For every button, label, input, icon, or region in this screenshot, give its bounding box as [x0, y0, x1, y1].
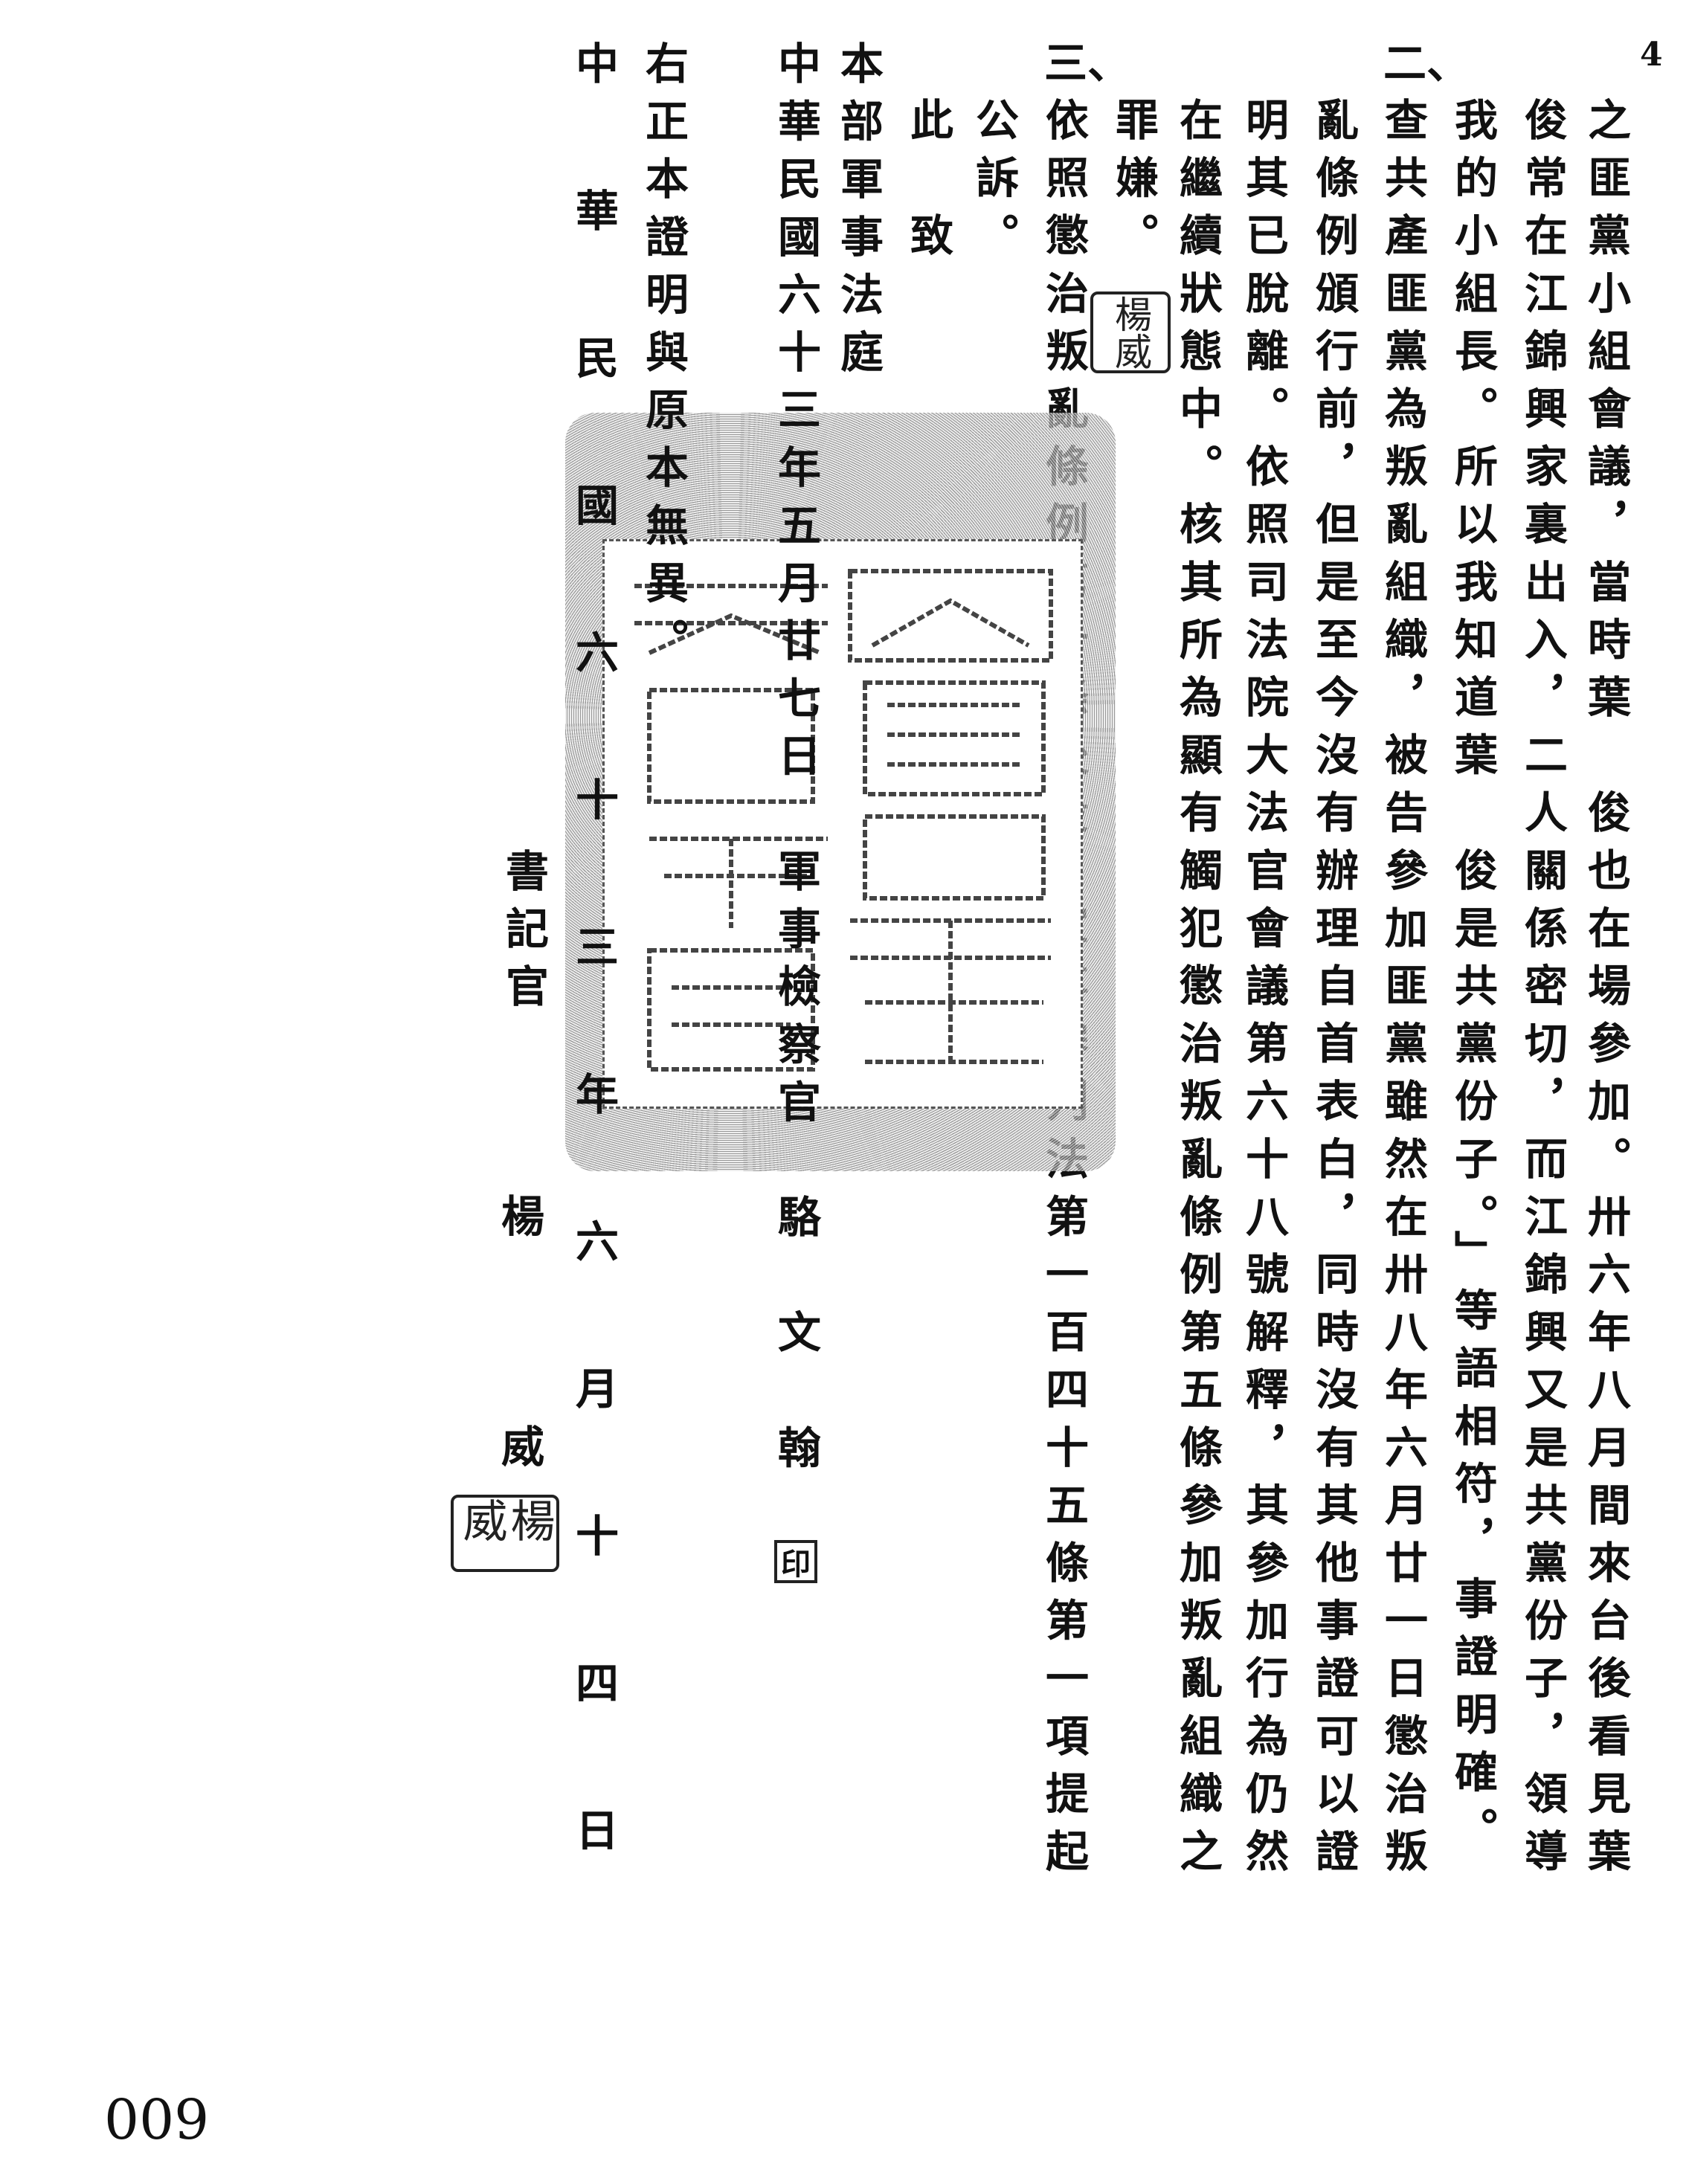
clerk-title: 書記官 [498, 848, 549, 1022]
section-marker-two: 二、 [1383, 38, 1470, 88]
text-column-8: 罪嫌。 [1108, 97, 1159, 271]
text-column-3: 我的小組長。所以我知道葉 俊是共黨份子。」等語相符，事證明確。 [1447, 97, 1498, 1865]
indictment-date: 中華民國六十三年五月廿七日 [770, 41, 821, 791]
salutation: 此 致 [903, 97, 953, 271]
text-column-7: 在繼續狀態中。核其所為顯有觸犯懲治叛亂條例第五條參加叛亂組織之 [1172, 97, 1223, 1887]
prosecutor-seal-mark: 印 [774, 1540, 817, 1583]
official-seal-stamp [565, 413, 1116, 1171]
clerk-given-name: 威 [501, 1422, 545, 1472]
text-column-10: 公訴。 [968, 97, 1019, 271]
text-column-1: 之匪黨小組會議，當時葉 俊也在場參加。卅六年八月間來台後看見葉 [1580, 97, 1631, 1887]
section-marker-three: 三、 [1044, 38, 1131, 88]
certification-statement: 右正本證明與原本無異。 [638, 41, 689, 676]
prosecutor-name: 駱 文 翰 [770, 1194, 821, 1483]
page-number: 009 [104, 2088, 210, 2152]
prosecutor-title: 軍事檢察官 [770, 848, 821, 1137]
corner-page-mark: 4 [1640, 36, 1663, 74]
text-column-2: 俊常在江錦興家裏出入，二人關係密切，而江錦興又是共黨份子，領導 [1517, 97, 1568, 1887]
text-column-4: 查共產匪黨為叛亂組織，被告參加匪黨雖然在卅八年六月廿一日懲治叛 [1377, 97, 1428, 1887]
seal-inner-field [602, 539, 1083, 1109]
seal-script-glyphs [634, 569, 1053, 1072]
text-column-6: 明其已脫離。依照司法院大法官會議第六十八號解釋，其參加行為仍然 [1238, 97, 1289, 1887]
clerk-name-seal-correction: 楊威 [1090, 291, 1171, 373]
text-column-5: 亂條例頒行前，但是至今沒有辦理自首表白，同時沒有其他事證可以證 [1308, 97, 1359, 1887]
clerk-surname: 楊 [501, 1191, 545, 1242]
addressee: 本部軍事法庭 [833, 41, 884, 387]
clerk-name-seal: 楊威 [451, 1495, 559, 1572]
certification-date: 中華民國六十三年六月十四日 [568, 41, 619, 1955]
